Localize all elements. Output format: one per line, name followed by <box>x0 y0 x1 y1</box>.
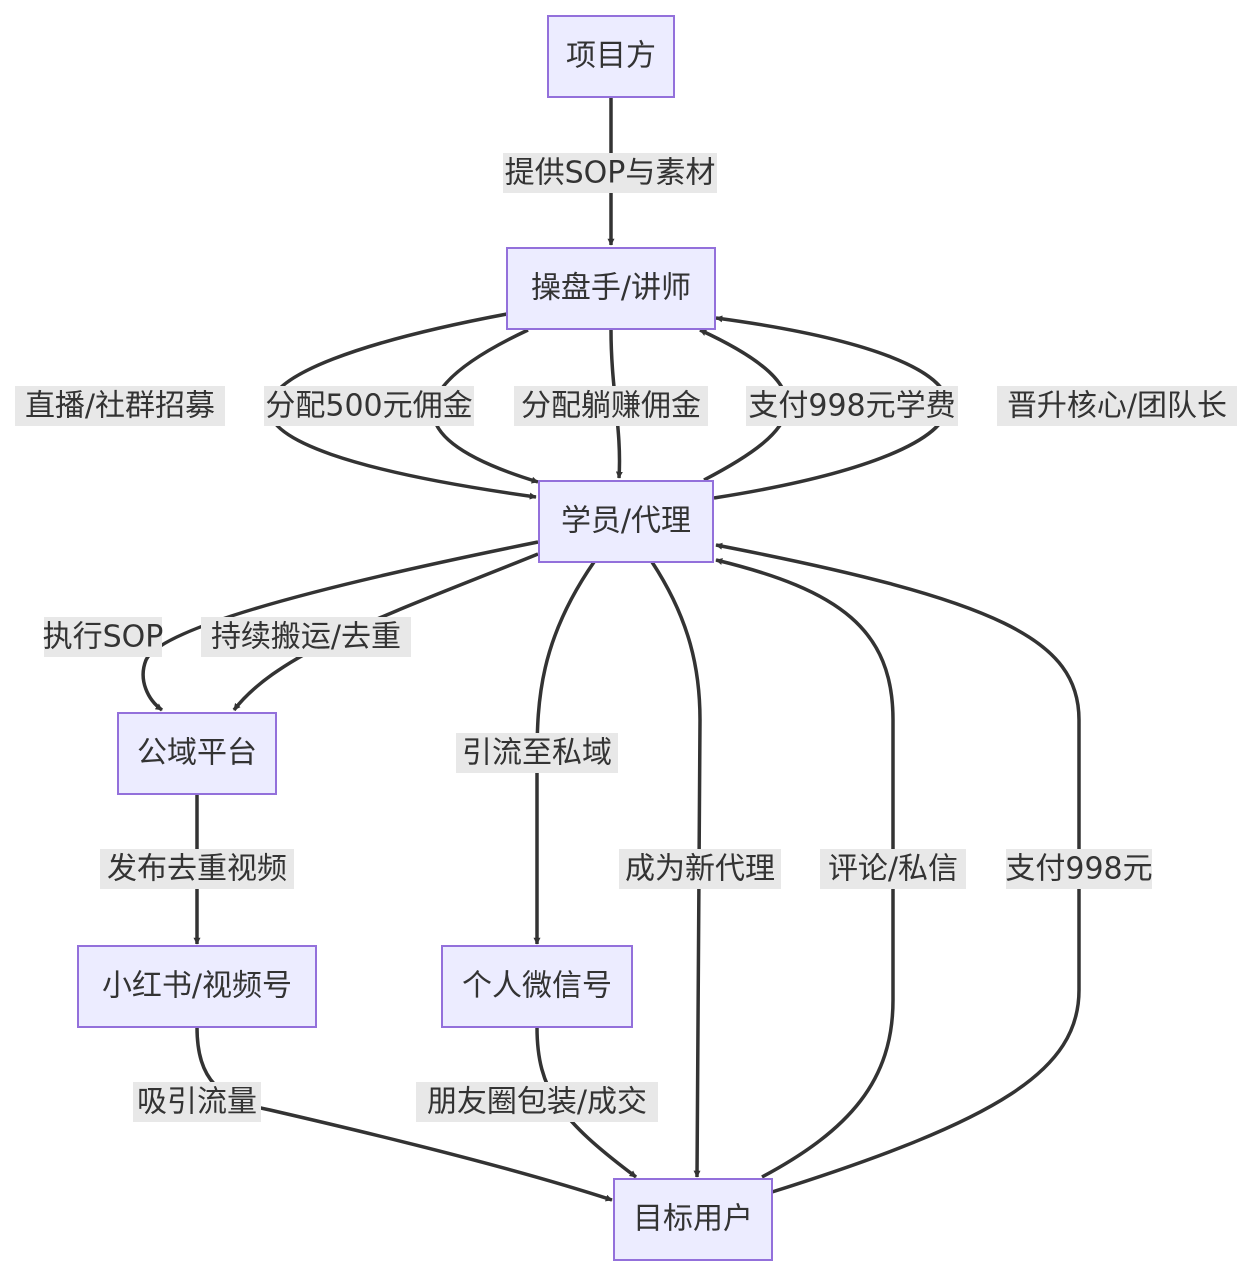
edge-label-sop-material: 提供SOP与素材 <box>503 153 717 193</box>
edge-label-passive-comm: 分配躺赚佣金 <box>514 386 708 426</box>
edge-label-exec-sop-text: 执行SOP <box>43 620 164 655</box>
node-wechat: 个人微信号 <box>441 945 633 1028</box>
node-xhs-channels: 小红书/视频号 <box>77 945 317 1028</box>
edge-label-pay-998-fee: 支付998元学费 <box>746 386 958 426</box>
edge-label-publish-video: 发布去重视频 <box>100 849 294 889</box>
node-target-user-label: 目标用户 <box>633 1202 753 1237</box>
edge-student-public-exec <box>141 540 539 712</box>
edge-label-repost-dedup: 持续搬运/去重 <box>201 617 411 657</box>
node-project: 项目方 <box>547 15 675 98</box>
edge-label-moments-deal: 朋友圈包装/成交 <box>416 1082 658 1122</box>
edge-label-pay-998-text: 支付998元 <box>1005 852 1152 887</box>
edge-label-publish-video-text: 发布去重视频 <box>107 852 287 887</box>
edge-target-student-comment <box>715 558 895 1179</box>
edge-label-moments-deal-text: 朋友圈包装/成交 <box>427 1085 647 1120</box>
node-public-platform: 公域平台 <box>117 712 277 795</box>
edge-xhs-target <box>195 1026 613 1202</box>
edge-label-comment-dm: 评论/私信 <box>820 849 966 889</box>
edge-label-exec-sop: 执行SOP <box>43 617 164 657</box>
edge-label-new-agent: 成为新代理 <box>619 849 781 889</box>
node-target-user: 目标用户 <box>613 1178 773 1261</box>
node-public-platform-label: 公域平台 <box>137 736 257 771</box>
edge-label-comment-dm-text: 评论/私信 <box>828 852 958 887</box>
edge-target-student-pay <box>715 542 1081 1194</box>
edge-label-passive-comm-text: 分配躺赚佣金 <box>521 389 701 424</box>
edge-label-to-private: 引流至私域 <box>456 733 618 773</box>
node-student: 学员/代理 <box>538 480 714 563</box>
edge-label-attract-text: 吸引流量 <box>137 1085 257 1120</box>
node-operator-label: 操盘手/讲师 <box>531 271 691 306</box>
edge-label-sop-material-text: 提供SOP与素材 <box>505 156 716 191</box>
edge-label-attract: 吸引流量 <box>133 1082 261 1122</box>
edge-label-to-private-text: 引流至私域 <box>462 736 612 771</box>
edge-label-pay-998: 支付998元 <box>1005 849 1153 889</box>
edge-label-commission-500-text: 分配500元佣金 <box>265 389 472 424</box>
node-wechat-label: 个人微信号 <box>462 969 612 1004</box>
edge-label-repost-dedup-text: 持续搬运/去重 <box>211 620 401 655</box>
node-project-label: 项目方 <box>566 39 656 74</box>
node-xhs-channels-label: 小红书/视频号 <box>102 969 292 1004</box>
edge-label-pay-998-fee-text: 支付998元学费 <box>748 389 955 424</box>
edge-label-promote-core-text: 晋升核心/团队长 <box>1007 389 1227 424</box>
edge-label-commission-500: 分配500元佣金 <box>264 386 474 426</box>
edge-student-target-new-agent <box>650 561 702 1178</box>
edge-label-new-agent-text: 成为新代理 <box>625 852 775 887</box>
edge-label-live-recruit-text: 直播/社群招募 <box>25 389 215 424</box>
edge-label-live-recruit: 直播/社群招募 <box>15 386 225 426</box>
edge-label-promote-core: 晋升核心/团队长 <box>997 386 1237 426</box>
node-operator: 操盘手/讲师 <box>506 247 716 330</box>
node-student-label: 学员/代理 <box>561 504 691 539</box>
